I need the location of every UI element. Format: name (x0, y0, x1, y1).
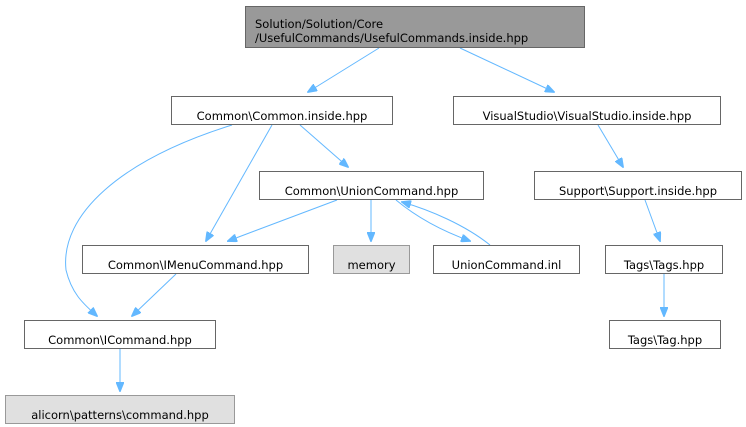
node-support-inside[interactable]: Support\Support.inside.hpp (534, 171, 742, 200)
node-union-inl-label: UnionCommand.inl (451, 258, 562, 272)
node-visualstudio-inside[interactable]: VisualStudio\VisualStudio.inside.hpp (453, 96, 721, 125)
edge-common-inside-to-icommand (65, 124, 233, 316)
node-root[interactable]: Solution/Solution/Core /UsefulCommands/U… (245, 6, 585, 48)
node-common-inside[interactable]: Common\Common.inside.hpp (171, 96, 393, 125)
edge-support-to-tags-hpp (644, 199, 660, 241)
node-tag-hpp-label: Tags\Tag.hpp (627, 333, 703, 347)
edge-common-inside-to-union-command (299, 124, 348, 167)
node-tag-hpp[interactable]: Tags\Tag.hpp (609, 320, 721, 349)
node-support-inside-label: Support\Support.inside.hpp (558, 184, 718, 198)
node-memory[interactable]: memory (333, 245, 410, 274)
node-alicorn-command-label: alicorn\patterns\command.hpp (31, 408, 209, 422)
node-alicorn-command[interactable]: alicorn\patterns\command.hpp (5, 395, 235, 424)
edge-union-command-to-union-inl (395, 199, 470, 241)
node-tags-hpp-label: Tags\Tags.hpp (623, 258, 705, 272)
node-imenu-command-label: Common\IMenuCommand.hpp (107, 258, 284, 272)
node-tags-hpp[interactable]: Tags\Tags.hpp (605, 245, 723, 274)
edge-root-to-visualstudio-inside (459, 47, 554, 92)
edge-union-command-to-imenu-command (228, 199, 338, 241)
node-memory-label: memory (347, 258, 396, 272)
node-root-line-2: /UsefulCommands/UsefulCommands.inside.hp… (255, 31, 529, 45)
node-common-inside-label: Common\Common.inside.hpp (196, 109, 368, 123)
node-union-command-label: Common\UnionCommand.hpp (284, 184, 459, 198)
node-root-line-1: Solution/Solution/Core (255, 17, 384, 31)
node-visualstudio-inside-label: VisualStudio\VisualStudio.inside.hpp (482, 109, 692, 123)
node-union-command[interactable]: Common\UnionCommand.hpp (259, 171, 484, 200)
node-icommand[interactable]: Common\ICommand.hpp (24, 320, 216, 349)
edge-imenu-command-to-icommand (132, 273, 177, 316)
edge-root-to-common-inside (308, 47, 380, 92)
node-imenu-command[interactable]: Common\IMenuCommand.hpp (82, 245, 309, 274)
edge-union-inl-to-union-command (402, 202, 491, 246)
edge-visualstudio-to-support (597, 124, 623, 167)
node-icommand-label: Common\ICommand.hpp (48, 333, 192, 347)
edge-common-inside-to-imenu-command (206, 124, 273, 241)
node-union-inl[interactable]: UnionCommand.inl (433, 245, 580, 274)
